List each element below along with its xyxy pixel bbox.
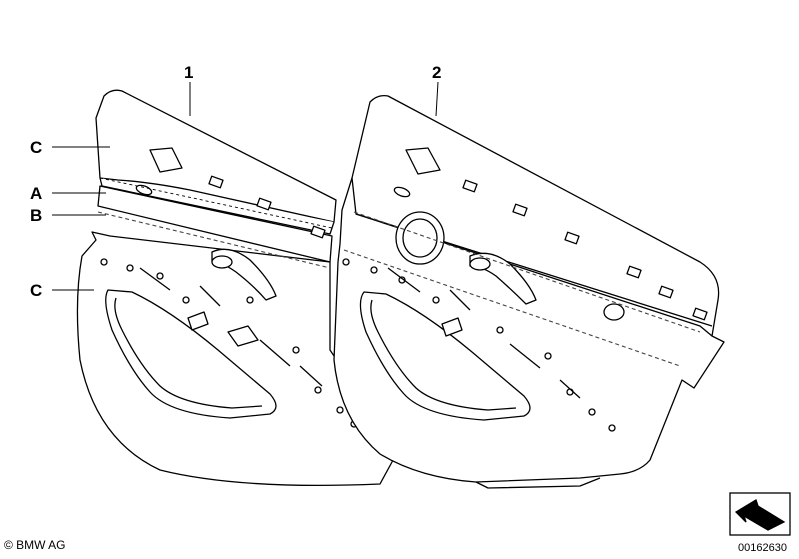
stitch-line [97, 211, 331, 269]
door-panel-2 [333, 94, 725, 489]
armrest-strip [97, 185, 333, 263]
callout-b: B [30, 206, 42, 225]
callout-part-2: 2 [432, 63, 441, 82]
copyright-text: © BMW AG [4, 538, 66, 552]
arrow-icon [729, 492, 791, 536]
callout-c-upper: C [30, 138, 42, 157]
callout-lines [52, 81, 439, 291]
door-panel-1 [76, 89, 395, 487]
callout-c-lower: C [30, 281, 42, 300]
callout-a: A [30, 184, 42, 203]
callout-part-1: 1 [184, 63, 193, 82]
document-number: 00162630 [738, 542, 787, 554]
